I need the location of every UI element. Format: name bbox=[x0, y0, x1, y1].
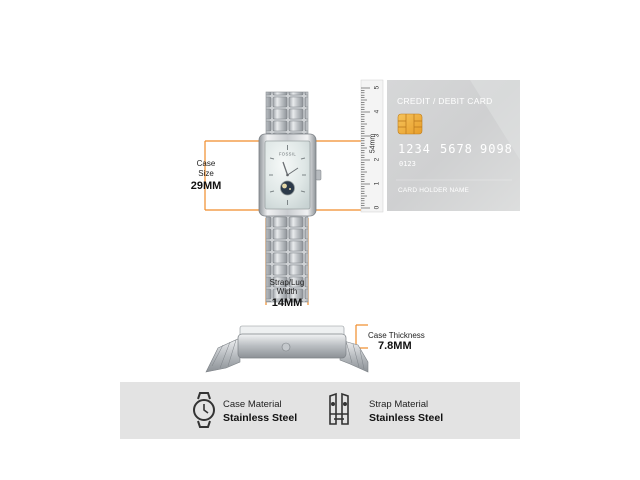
watch-side-view bbox=[205, 325, 369, 373]
materials-panel bbox=[120, 382, 520, 439]
ruler bbox=[360, 79, 384, 213]
ruler-length-label: 54mm bbox=[369, 133, 377, 154]
card-title: CREDIT / DEBIT CARD bbox=[397, 96, 493, 106]
case-thickness-value: 7.8MM bbox=[378, 340, 412, 352]
credit-card bbox=[387, 80, 520, 211]
strap-width-label-line2: Width bbox=[276, 287, 298, 296]
strap-width-label-line1: Strap/Lug bbox=[269, 278, 305, 287]
strap-material-label: Strap Material bbox=[369, 399, 429, 410]
case-size-label-line2: Size bbox=[198, 169, 214, 178]
card-holder-name: CARD HOLDER NAME bbox=[398, 187, 470, 194]
card-number-group-3: 9098 bbox=[480, 142, 513, 156]
ruler-number: 1 bbox=[373, 181, 381, 186]
watch-case-front bbox=[258, 133, 322, 217]
strap-width-value: 14MM bbox=[271, 297, 303, 309]
case-material-label: Case Material bbox=[223, 399, 282, 410]
case-size-value: 29MM bbox=[190, 180, 222, 192]
card-number-group-2: 5678 bbox=[440, 142, 473, 156]
ruler-number: 4 bbox=[373, 109, 381, 114]
card-small-number: 0123 bbox=[399, 160, 416, 168]
case-thickness-label: Case Thickness bbox=[368, 331, 425, 340]
watch-icon bbox=[193, 392, 215, 428]
bracelet-bottom bbox=[265, 209, 309, 303]
card-chip-icon bbox=[397, 113, 423, 135]
watch-brand-logo: FOSSIL bbox=[279, 152, 297, 157]
case-size-label-line1: Case bbox=[196, 159, 216, 168]
ruler-number: 5 bbox=[373, 85, 381, 90]
strap-material-value: Stainless Steel bbox=[369, 412, 444, 424]
case-thickness-dimension-lines bbox=[355, 324, 368, 349]
strap-icon bbox=[329, 392, 349, 425]
ruler-number: 0 bbox=[373, 205, 381, 210]
case-material-value: Stainless Steel bbox=[223, 412, 298, 424]
card-number-group-1: 1234 bbox=[398, 142, 431, 156]
